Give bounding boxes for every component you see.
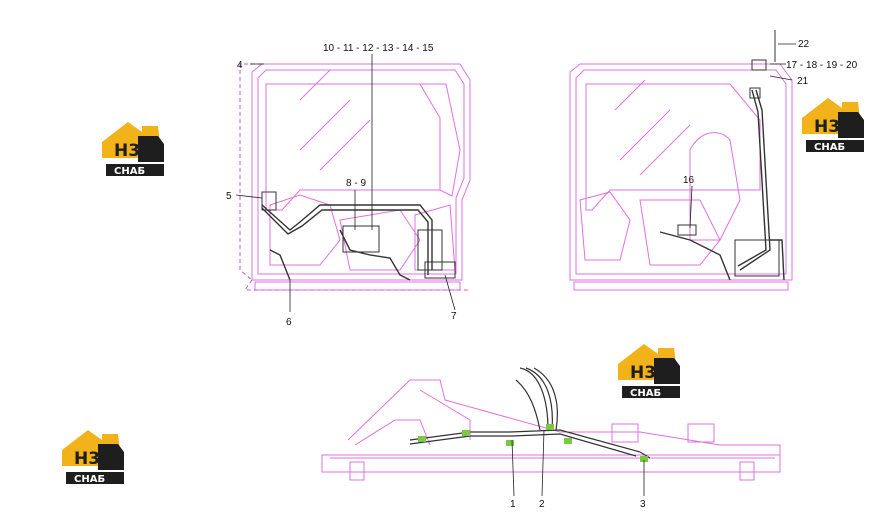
logo-mark: H3 xyxy=(814,117,840,137)
logo-text: СНАБ xyxy=(630,388,661,399)
callout-labels: 4 10 - 11 - 12 - 13 - 14 - 15 5 8 - 9 6 … xyxy=(226,39,858,510)
callout-2: 2 xyxy=(539,499,545,510)
callout-6: 6 xyxy=(286,317,292,328)
logo-text: СНАБ xyxy=(814,142,845,153)
callout-4: 4 xyxy=(237,60,243,71)
leader-lines xyxy=(235,43,796,497)
logo-mark: H3 xyxy=(630,363,656,383)
right-cab-harness xyxy=(659,30,785,281)
callout-10-15: 10 - 11 - 12 - 13 - 14 - 15 xyxy=(323,43,434,54)
callout-22: 22 xyxy=(798,39,810,50)
callout-5: 5 xyxy=(226,191,232,202)
left-cab-harness xyxy=(261,191,456,281)
logo-text: СНАБ xyxy=(74,474,105,485)
callout-8-9: 8 - 9 xyxy=(346,178,366,189)
callout-1: 1 xyxy=(510,499,516,510)
callout-7: 7 xyxy=(451,311,457,322)
chassis-harness xyxy=(409,367,651,459)
callout-21: 21 xyxy=(797,76,809,87)
logo-mark: H3 xyxy=(114,141,140,161)
callout-17-20: 17 - 18 - 19 - 20 xyxy=(786,60,858,71)
logo-watermark-1: H3 СНАБ xyxy=(102,122,164,177)
logo-text: СНАБ xyxy=(114,166,145,177)
chassis-view xyxy=(321,379,781,481)
chassis-connectors xyxy=(418,424,648,462)
left-cab-view xyxy=(239,63,471,291)
callout-16: 16 xyxy=(683,175,695,186)
logo-watermark-3: H3 СНАБ xyxy=(618,344,680,399)
logo-watermark-4: H3 СНАБ xyxy=(62,430,124,485)
callout-3: 3 xyxy=(640,499,646,510)
logo-watermark-2: H3 СНАБ xyxy=(802,98,864,153)
logo-mark: H3 xyxy=(74,449,100,469)
